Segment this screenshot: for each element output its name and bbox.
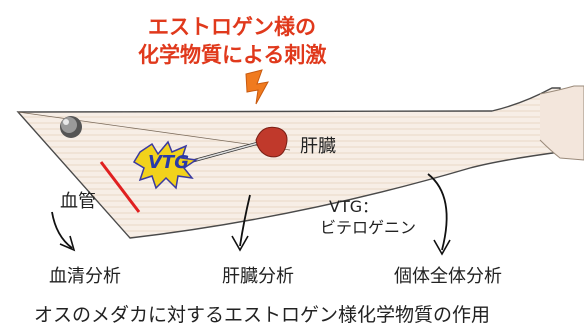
arrow-liver bbox=[231, 194, 251, 252]
liver-label: 肝臓 bbox=[300, 136, 336, 157]
vtg-term: VTG： bbox=[329, 197, 379, 216]
blood-vessel-line bbox=[99, 161, 141, 213]
fish-eye-icon bbox=[60, 116, 82, 138]
fish-body bbox=[16, 87, 561, 239]
vtg-name: ビテロゲニン bbox=[320, 218, 417, 237]
arrow-whole-body bbox=[427, 173, 451, 256]
caption: オスのメダカに対するエストロゲン様化学物質の作用 bbox=[34, 304, 491, 326]
fish-dorsal-line bbox=[17, 111, 291, 151]
arrow-serum bbox=[51, 211, 76, 252]
stimulus-line-1: エストロゲン様の bbox=[148, 15, 316, 39]
vtg-burst-icon bbox=[132, 140, 199, 190]
vtg-badge-text: VTG bbox=[148, 152, 189, 173]
fish-tail bbox=[539, 85, 584, 161]
lightning-icon bbox=[245, 69, 269, 105]
liver-analysis-label: 肝臓分析 bbox=[222, 266, 294, 287]
whole-body-analysis-label: 個体全体分析 bbox=[394, 266, 502, 287]
blood-vessel-label: 血管 bbox=[60, 191, 96, 212]
stimulus-line-2: 化学物質による刺激 bbox=[138, 43, 327, 67]
liver-shape bbox=[255, 126, 288, 158]
serum-analysis-label: 血清分析 bbox=[49, 266, 121, 287]
